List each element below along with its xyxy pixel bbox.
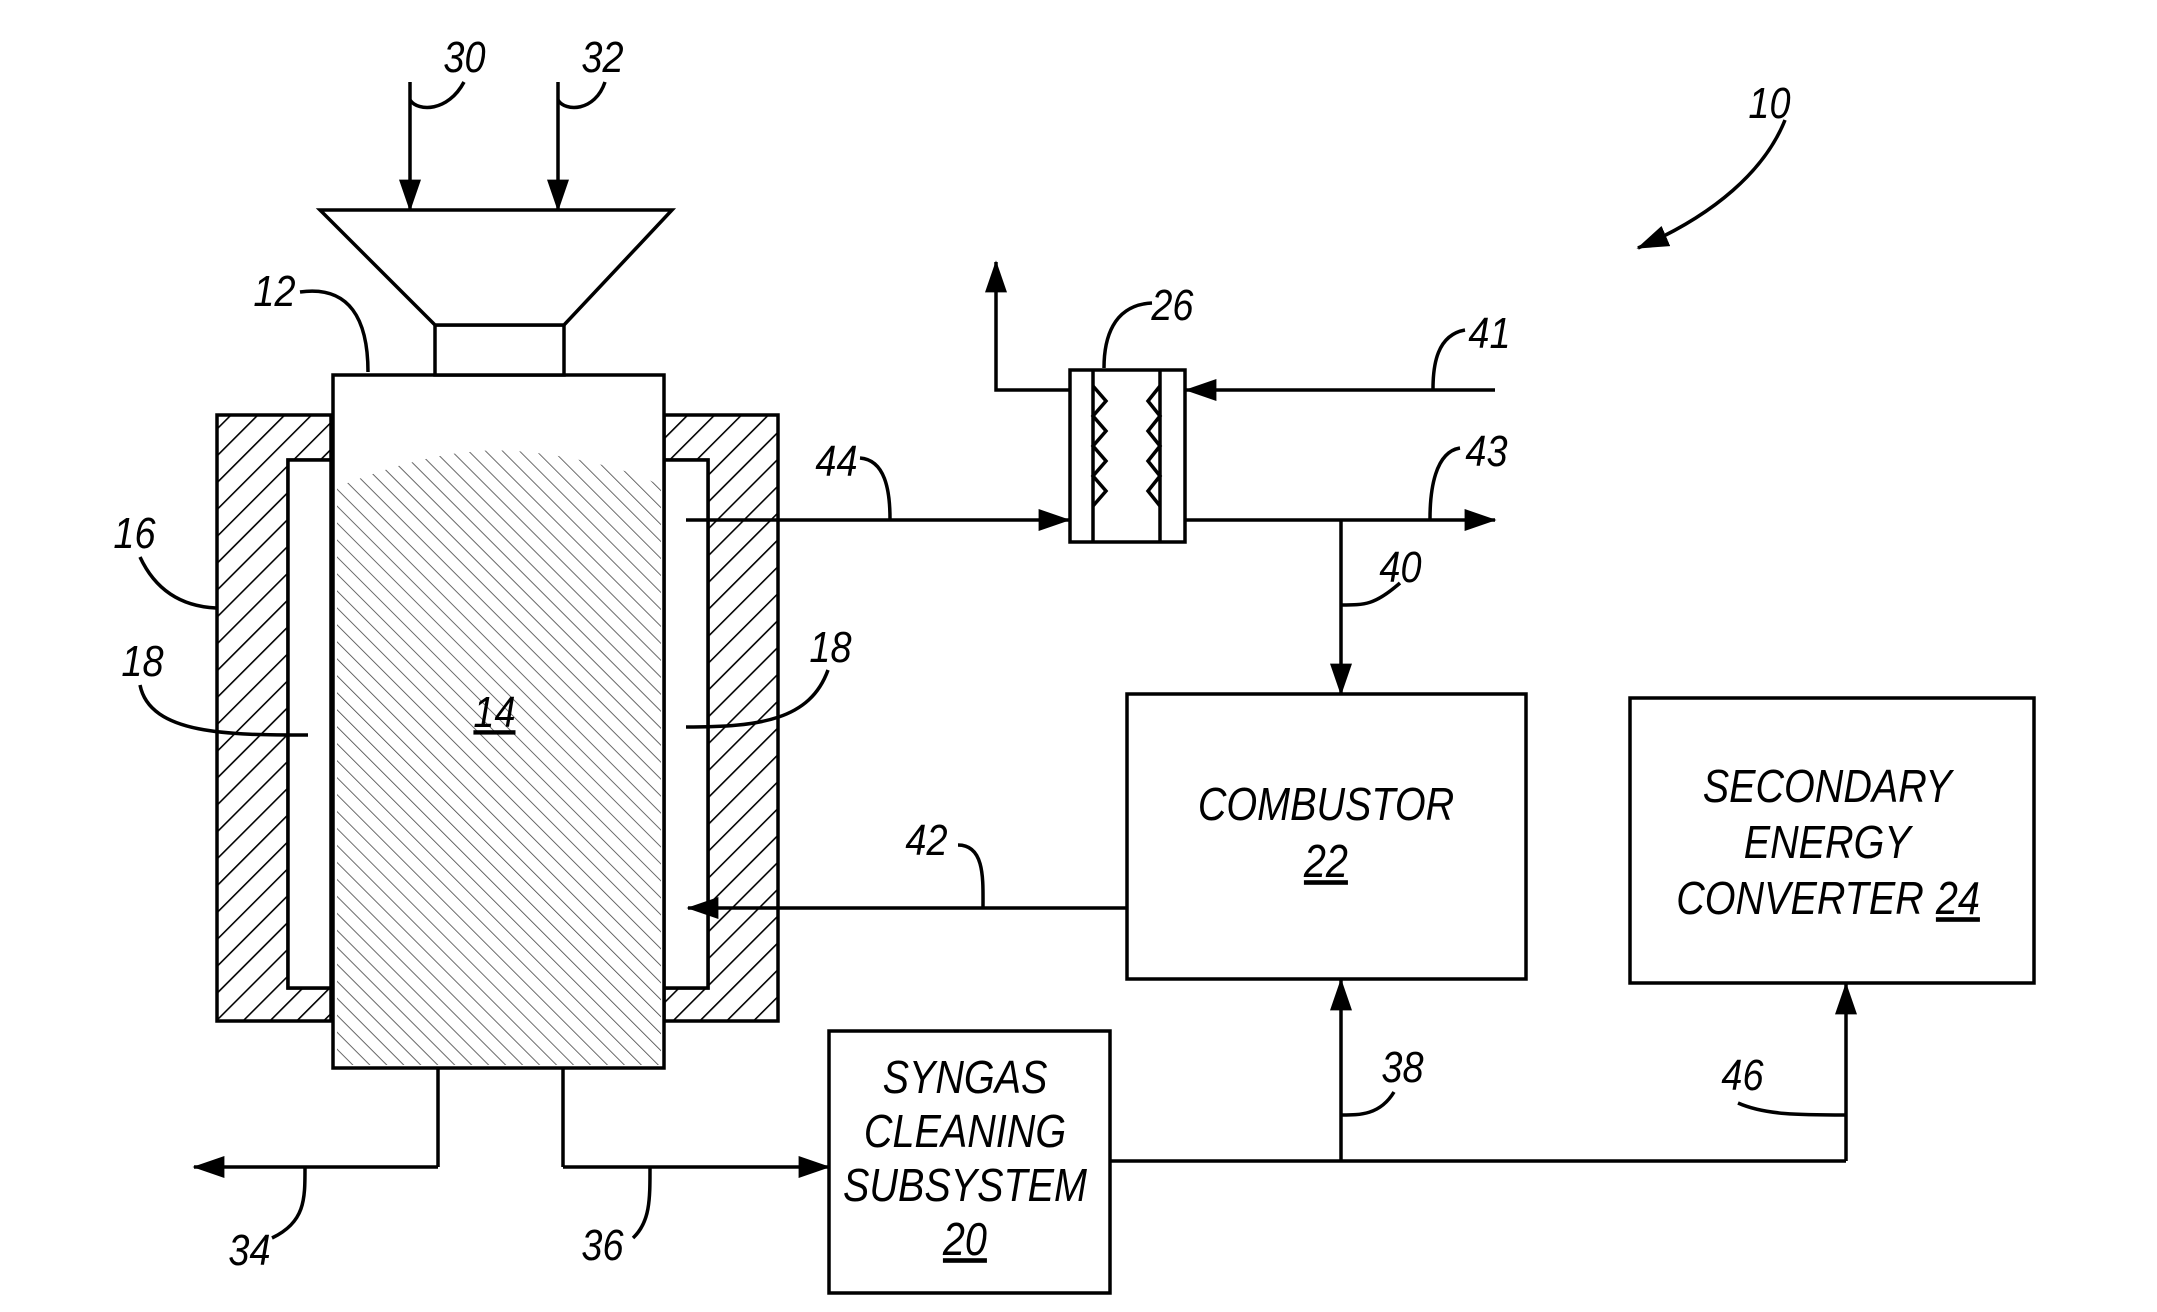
combustor-ref: 22	[1303, 836, 1348, 887]
ref-30: 30	[443, 32, 485, 81]
ref-18-right: 18	[809, 622, 851, 671]
hopper	[320, 210, 672, 325]
heating-chamber-left	[288, 460, 331, 988]
ref-18-left: 18	[121, 636, 163, 685]
feedstock-bed	[337, 450, 661, 1065]
leader-43	[1430, 448, 1460, 519]
ref-44: 44	[815, 436, 857, 485]
leader-38	[1342, 1092, 1394, 1115]
secondary-converter-line3: CONVERTER	[1676, 873, 1924, 924]
ref-14: 14	[473, 687, 515, 736]
leader-41	[1433, 330, 1465, 389]
leader-46	[1738, 1103, 1845, 1115]
ref-16: 16	[113, 508, 155, 557]
ref-26: 26	[1150, 280, 1193, 329]
leader-12	[300, 291, 368, 372]
leader-10	[1638, 120, 1785, 248]
ref-36: 36	[581, 1220, 623, 1269]
ref-41: 41	[1468, 308, 1510, 357]
secondary-converter-line2: ENERGY	[1744, 817, 1914, 868]
leader-16	[140, 557, 216, 608]
secondary-converter-ref: 24	[1935, 873, 1980, 924]
syngas-cleaning-line1: SYNGAS	[883, 1052, 1048, 1103]
leader-26	[1104, 303, 1152, 368]
leader-44	[860, 458, 890, 519]
ref-43: 43	[1465, 426, 1507, 475]
heat-exchanger-body	[1070, 370, 1185, 542]
ref-46: 46	[1721, 1050, 1763, 1099]
ref-10: 10	[1748, 78, 1790, 127]
secondary-converter-line1: SECONDARY	[1703, 761, 1955, 812]
syngas-cleaning-ref: 20	[942, 1214, 987, 1265]
leader-34	[272, 1168, 305, 1238]
combustor-block: COMBUSTOR 22	[1127, 694, 1526, 979]
syngas-cleaning-line2: CLEANING	[864, 1106, 1066, 1157]
secondary-converter-block: SECONDARY ENERGY CONVERTER 24	[1630, 698, 2034, 983]
syngas-cleaning-line3: SUBSYSTEM	[843, 1160, 1087, 1211]
ref-12: 12	[253, 266, 295, 315]
ref-40: 40	[1379, 542, 1421, 591]
combustor-label: COMBUSTOR	[1198, 779, 1454, 830]
leader-32	[558, 82, 605, 107]
ref-42: 42	[905, 815, 947, 864]
leader-30	[410, 82, 464, 107]
ref-32: 32	[581, 32, 623, 81]
hopper-neck	[435, 325, 564, 375]
ref-38: 38	[1381, 1042, 1423, 1091]
leader-42	[958, 845, 983, 907]
heat-exchanger	[1070, 370, 1185, 542]
ref-34: 34	[228, 1225, 270, 1274]
flow-hx-exhaust-up	[996, 262, 1070, 390]
leader-36	[633, 1168, 650, 1238]
syngas-cleaning-block: SYNGAS CLEANING SUBSYSTEM 20	[829, 1031, 1110, 1293]
